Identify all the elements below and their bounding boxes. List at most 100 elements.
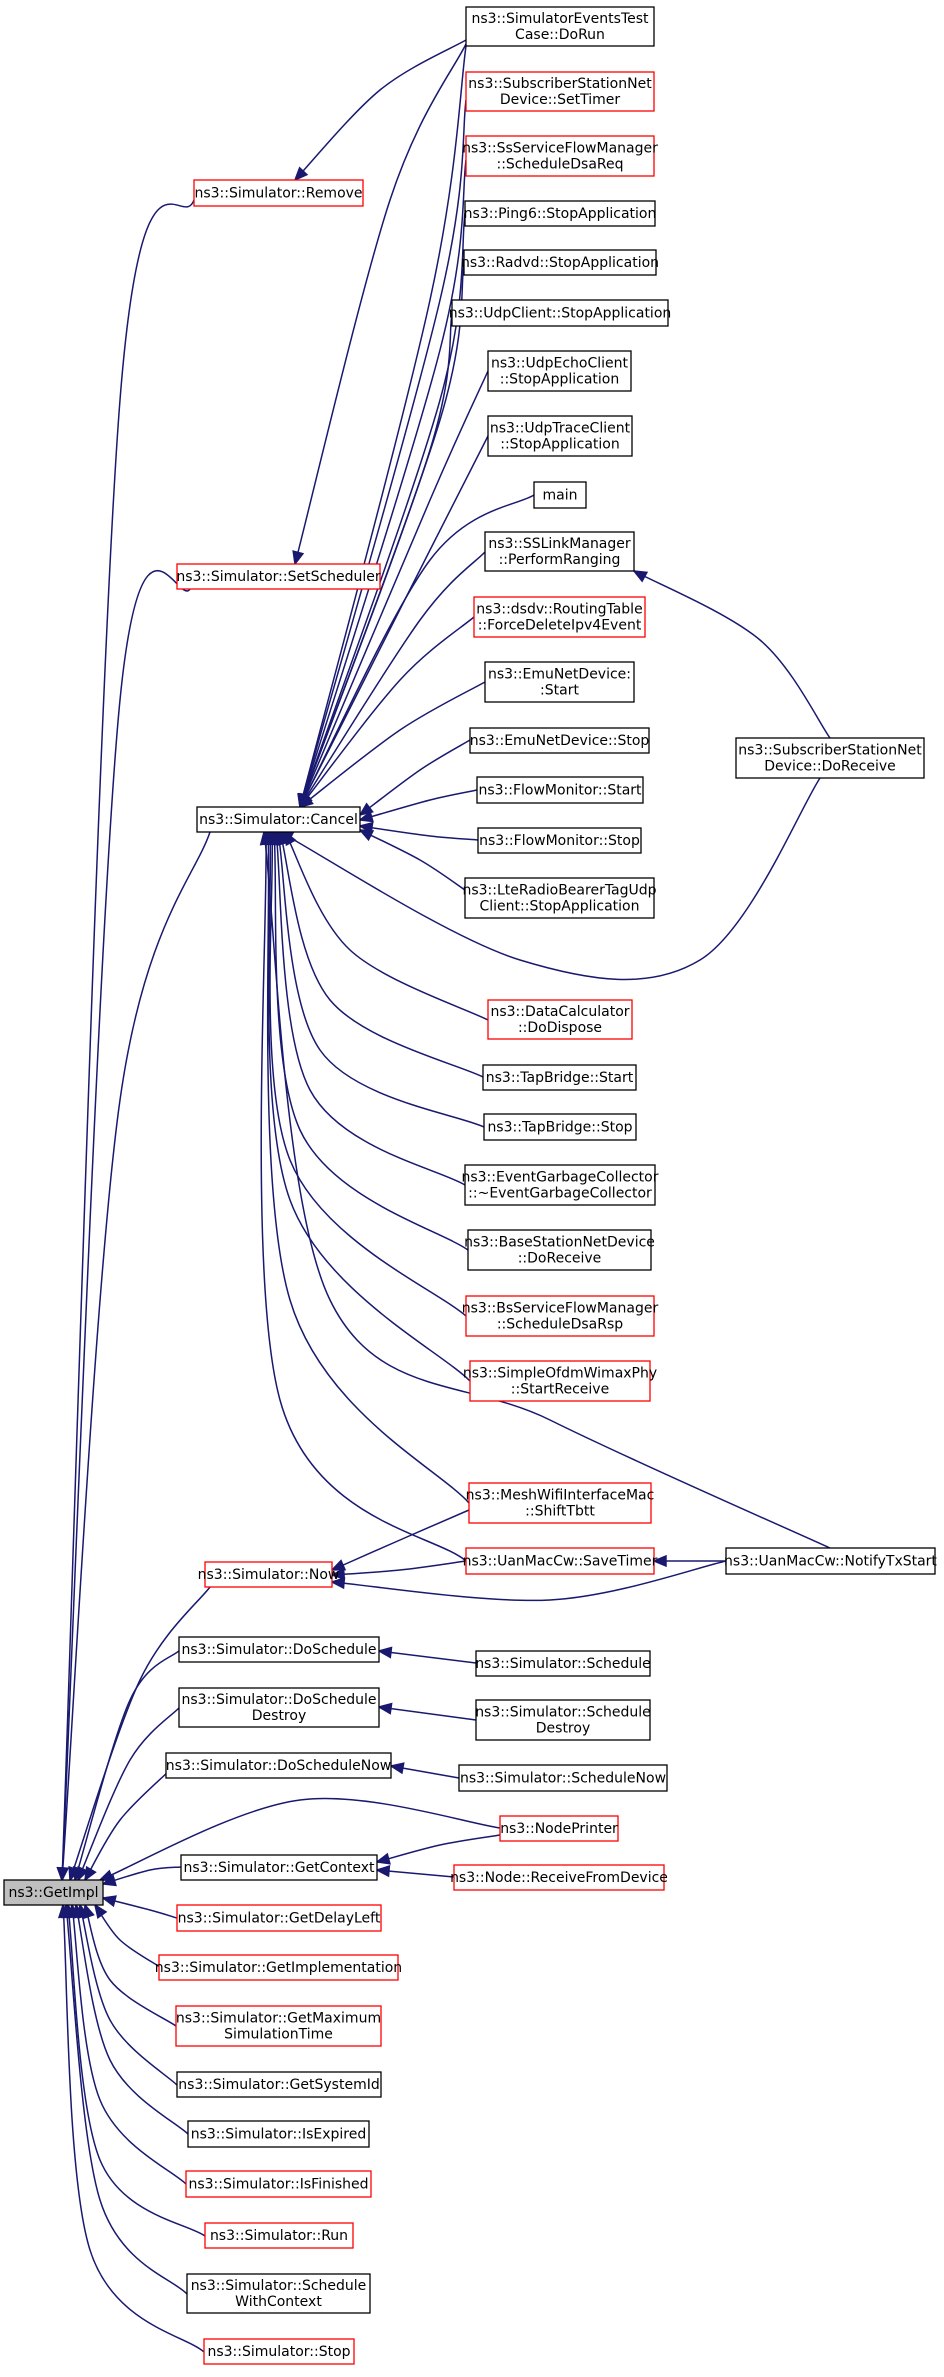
- node-udpclient-stop[interactable]: ns3::UdpClient::StopApplication: [449, 299, 672, 327]
- node-label: ::~EventGarbageCollector: [468, 1186, 652, 1202]
- node-mesh-shift[interactable]: ns3::MeshWifiInterfaceMac::ShiftTbtt: [466, 1482, 655, 1524]
- node-sim-now[interactable]: ns3::Simulator::Now: [198, 1561, 340, 1588]
- node-tap-stop[interactable]: ns3::TapBridge::Stop: [483, 1113, 637, 1141]
- node-uan-savetimer[interactable]: ns3::UanMacCw::SaveTimer: [463, 1547, 658, 1575]
- node-label: ns3::Simulator::IsExpired: [191, 2127, 367, 2143]
- node-box: [465, 1295, 655, 1337]
- node-sim-getimplementation[interactable]: ns3::Simulator::GetImplementation: [155, 1954, 402, 1981]
- call-edge: [359, 789, 478, 821]
- node-sim-schedulenow[interactable]: ns3::Simulator::ScheduleNow: [458, 1764, 668, 1792]
- node-egc[interactable]: ns3::EventGarbageCollector::~EventGarbag…: [461, 1164, 659, 1206]
- node-box: [464, 877, 655, 919]
- arrowhead: [375, 1865, 391, 1878]
- call-edge: [77, 1706, 181, 1881]
- node-label: ns3::Simulator::Schedule: [191, 2278, 367, 2294]
- arrowhead: [292, 550, 305, 566]
- node-udptrace-stop[interactable]: ns3::UdpTraceClient::StopApplication: [487, 415, 633, 457]
- node-sim-isexpired[interactable]: ns3::Simulator::IsExpired: [187, 2120, 370, 2148]
- node-sim-getsystemid[interactable]: ns3::Simulator::GetSystemId: [176, 2071, 382, 2098]
- node-uan-notify[interactable]: ns3::UanMacCw::NotifyTxStart: [724, 1547, 937, 1575]
- node-label: ::StopApplication: [500, 437, 620, 453]
- node-box: [473, 596, 646, 638]
- node-box: [185, 2170, 372, 2198]
- node-sim-run[interactable]: ns3::Simulator::Run: [204, 2222, 354, 2249]
- arrowhead: [330, 1559, 347, 1571]
- call-edge: [94, 1904, 161, 1968]
- node-sim-schedule[interactable]: ns3::Simulator::Schedule: [475, 1650, 651, 1677]
- node-box: [463, 249, 657, 276]
- call-edge: [331, 1560, 727, 1602]
- node-radvd-stop[interactable]: ns3::Radvd::StopApplication: [461, 249, 659, 276]
- node-nodeprinter[interactable]: ns3::NodePrinter: [499, 1815, 619, 1842]
- node-ssflow-dsareq[interactable]: ns3::SsServiceFlowManager::ScheduleDsaRe…: [462, 135, 658, 177]
- node-ssnd-settimer[interactable]: ns3::SubscriberStationNetDevice::SetTime…: [465, 71, 655, 112]
- node-label: ::DoReceive: [518, 1251, 602, 1267]
- node-sim-stop[interactable]: ns3::Simulator::Stop: [203, 2338, 355, 2365]
- call-edge: [359, 829, 466, 891]
- node-box: [475, 1650, 651, 1677]
- node-label: ::StartReceive: [511, 1382, 609, 1398]
- node-box: [533, 481, 587, 509]
- node-ofdm-receive[interactable]: ns3::SimpleOfdmWimaxPhy::StartReceive: [463, 1360, 657, 1402]
- node-label: ns3::Node::ReceiveFromDevice: [450, 1870, 668, 1886]
- node-label: WithContext: [235, 2294, 322, 2310]
- node-sslink-ranging[interactable]: ns3::SSLinkManager::PerformRanging: [484, 531, 635, 572]
- node-emu-start[interactable]: ns3::EmuNetDevice::Start: [484, 661, 635, 703]
- node-box: [165, 1752, 392, 1779]
- node-getimpl[interactable]: ns3::GetImpl: [3, 1879, 104, 1906]
- node-bsflow-dsarsp[interactable]: ns3::BsServiceFlowManager::ScheduleDsaRs…: [462, 1295, 659, 1337]
- node-sim-setscheduler[interactable]: ns3::Simulator::SetScheduler: [176, 563, 381, 590]
- call-edge: [75, 1904, 189, 2135]
- node-datacalc[interactable]: ns3::DataCalculator::DoDispose: [487, 999, 633, 1040]
- node-sim-doschedule[interactable]: ns3::Simulator::DoSchedule: [178, 1636, 380, 1663]
- node-label: ns3::TapBridge::Stop: [487, 1120, 632, 1136]
- node-tap-start[interactable]: ns3::TapBridge::Start: [482, 1064, 637, 1091]
- node-udpecho-stop[interactable]: ns3::UdpEchoClient::StopApplication: [487, 350, 632, 392]
- call-edge: [359, 825, 479, 841]
- node-box: [193, 179, 364, 207]
- node-label: ns3::Simulator::GetMaximum: [176, 2011, 381, 2027]
- node-lte-stop[interactable]: ns3::LteRadioBearerTagUdpClient::StopApp…: [462, 877, 657, 919]
- node-box: [483, 1113, 637, 1141]
- node-label: ::ScheduleDsaReq: [496, 157, 623, 173]
- node-sim-remove[interactable]: ns3::Simulator::Remove: [193, 179, 364, 207]
- call-edge: [299, 681, 486, 808]
- call-edge: [331, 1509, 470, 1571]
- node-label: ns3::Simulator::GetContext: [183, 1860, 375, 1876]
- node-dsdv-force[interactable]: ns3::dsdv::RoutingTable::ForceDeleteIpv4…: [473, 596, 646, 638]
- node-box: [465, 1547, 655, 1575]
- arrowhead: [298, 794, 314, 809]
- node-box: [476, 776, 644, 804]
- node-sim-isfinished[interactable]: ns3::Simulator::IsFinished: [185, 2170, 372, 2198]
- node-sim-getcontext[interactable]: ns3::Simulator::GetContext: [180, 1854, 378, 1881]
- call-edge: [79, 1904, 178, 2086]
- node-box: [180, 1854, 378, 1881]
- node-sim-doschedulenow[interactable]: ns3::Simulator::DoScheduleNow: [165, 1752, 392, 1779]
- arrowhead: [93, 1903, 108, 1919]
- node-emu-stop[interactable]: ns3::EmuNetDevice::Stop: [469, 727, 650, 754]
- call-edge: [62, 1904, 205, 2353]
- node-box: [487, 999, 633, 1040]
- node-flow-stop[interactable]: ns3::FlowMonitor::Stop: [477, 827, 642, 854]
- node-ssnd-doreceive[interactable]: ns3::SubscriberStationNetDevice::DoRecei…: [735, 737, 925, 779]
- call-edge: [267, 831, 471, 1382]
- node-label: ::ScheduleDsaRsp: [497, 1317, 623, 1333]
- node-flow-start[interactable]: ns3::FlowMonitor::Start: [476, 776, 644, 804]
- node-label: ns3::UanMacCw::NotifyTxStart: [724, 1554, 937, 1570]
- call-edge: [299, 435, 489, 808]
- node-bsnd-receive[interactable]: ns3::BaseStationNetDevice::DoReceive: [464, 1229, 655, 1271]
- node-box: [469, 727, 650, 754]
- arrowhead: [101, 1874, 117, 1887]
- call-edge: [299, 494, 535, 808]
- node-ping6-stop[interactable]: ns3::Ping6::StopApplication: [464, 200, 657, 227]
- call-edge: [299, 159, 467, 808]
- node-sim-cancel[interactable]: ns3::Simulator::Cancel: [196, 806, 361, 833]
- node-main[interactable]: main: [533, 481, 587, 509]
- node-sim-getdelayleft[interactable]: ns3::Simulator::GetDelayLeft: [176, 1904, 382, 1932]
- node-node-receive[interactable]: ns3::Node::ReceiveFromDevice: [450, 1864, 668, 1891]
